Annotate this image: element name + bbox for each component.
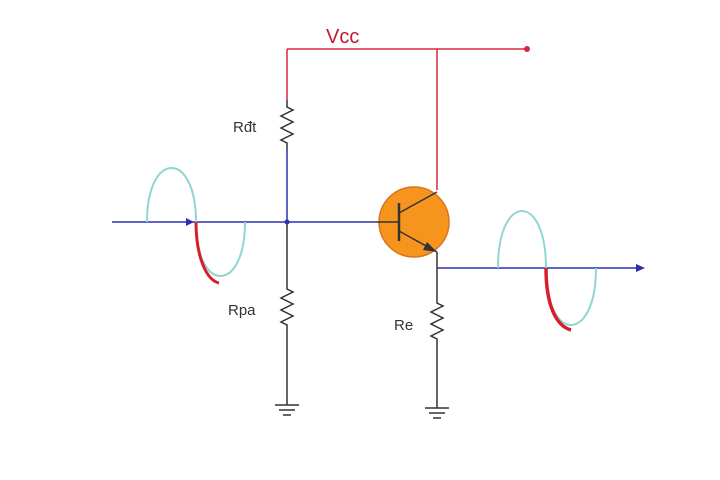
input-arrow-icon [186, 218, 194, 226]
resistor-rpa-label: Rpa [228, 302, 256, 319]
input-junction-dot [284, 219, 290, 225]
output-arrow-icon [636, 264, 645, 272]
vcc-label: Vcc [326, 26, 359, 48]
input-waveform [146, 167, 197, 223]
resistor-re-label: Re [394, 317, 413, 334]
input-waveform-highlight [194, 221, 220, 285]
vcc-rail [286, 48, 527, 190]
ground-icon-right [425, 407, 449, 419]
resistor-rpa [279, 282, 295, 332]
resistor-rdt-label: Rđt [233, 119, 257, 136]
transistor-icon [374, 186, 450, 258]
output-waveform [497, 210, 547, 269]
output-waveform-highlight [544, 267, 572, 332]
resistor-re [429, 296, 445, 346]
resistor-rdt [279, 100, 295, 150]
ground-icon-left [275, 404, 299, 416]
vcc-terminal-dot [524, 46, 530, 52]
